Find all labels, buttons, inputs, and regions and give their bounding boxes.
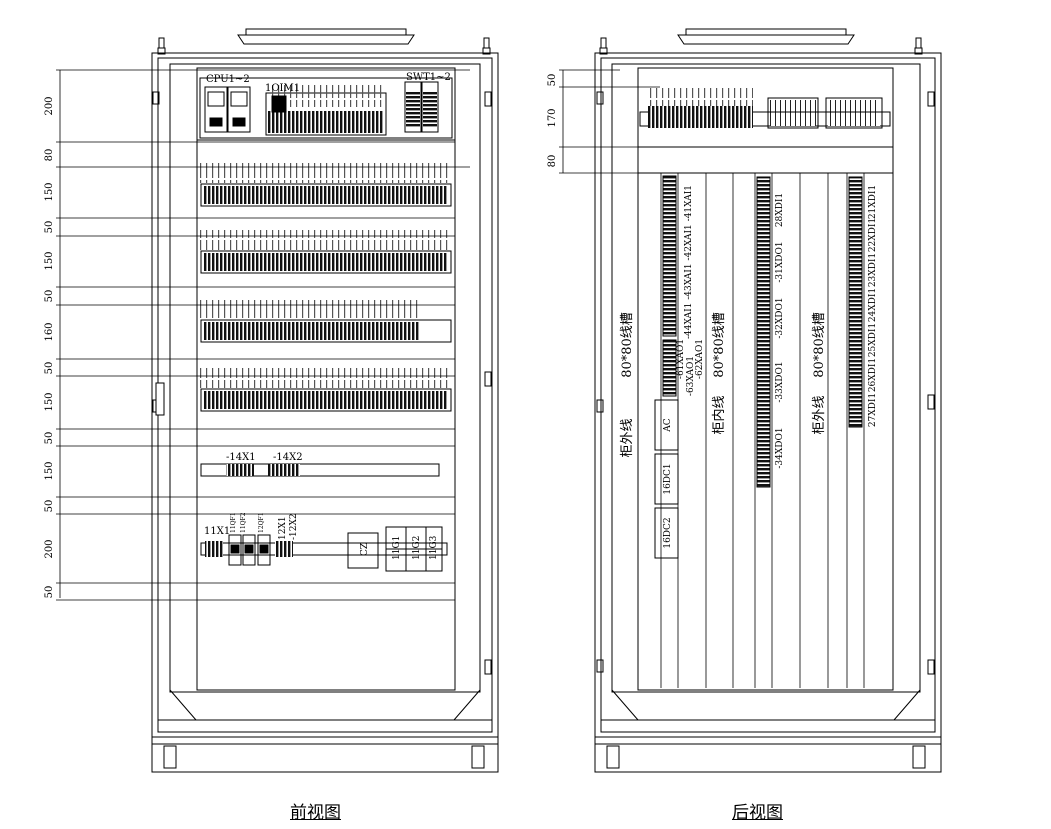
dim-front-2: 80 bbox=[44, 149, 55, 162]
label-33xdo1: -33XDO1 bbox=[775, 361, 785, 402]
back-power-module-dc1 bbox=[654, 453, 679, 505]
label-21xdi1: 21XDI1 bbox=[868, 185, 878, 219]
label-ac: AC bbox=[663, 418, 673, 432]
back-component-labels: 柜外线 80*80线槽 柜内线 80*80线槽 柜外线 80*80线槽 -44X… bbox=[620, 185, 878, 549]
label-14x2: -14X2 bbox=[273, 452, 303, 463]
label-11qf2: 11QF2 bbox=[240, 512, 247, 533]
label-26xdi1: 26XDI1 bbox=[868, 358, 878, 392]
front-dimension-chain bbox=[56, 69, 470, 601]
dim-front-11: 150 bbox=[44, 461, 55, 480]
dim-front-4: 50 bbox=[44, 221, 55, 234]
label-11qf1: 11QF1 bbox=[230, 512, 237, 533]
label-right-duct: 80*80线槽 bbox=[812, 312, 827, 378]
label-23xdi1: 23XDI1 bbox=[868, 253, 878, 287]
back-lifting-eyes bbox=[599, 37, 923, 55]
label-12qf1: 12QF1 bbox=[258, 512, 265, 533]
socket-cz bbox=[347, 532, 379, 569]
label-swt: SWT1~2 bbox=[406, 72, 451, 83]
back-view-caption: 后视图 bbox=[732, 803, 783, 823]
label-63xao1: -63XAO1 bbox=[686, 356, 696, 396]
back-power-module-ac bbox=[654, 399, 679, 451]
label-31xdo1: -31XDO1 bbox=[775, 241, 785, 282]
dim-front-8: 50 bbox=[44, 362, 55, 375]
dim-back-2: 170 bbox=[547, 108, 558, 127]
breaker-11qf2 bbox=[242, 534, 256, 566]
front-view bbox=[56, 28, 499, 773]
label-mid-int-wire: 柜内线 bbox=[711, 395, 727, 434]
label-16dc2: 16DC2 bbox=[663, 517, 673, 548]
label-ai-strips: -44XAI1 -43XAI1 -42XAI1 -41XAI1 bbox=[684, 185, 694, 339]
dim-front-12: 50 bbox=[44, 500, 55, 513]
label-61xao1: -61XAO1 bbox=[676, 339, 686, 379]
label-right-ext-wire: 柜外线 bbox=[812, 395, 827, 434]
label-11g3: 11G3 bbox=[429, 535, 439, 560]
back-hinges bbox=[596, 91, 935, 675]
front-hinges bbox=[152, 91, 492, 675]
front-terminal-row-1 bbox=[200, 163, 452, 207]
back-dimension-chain bbox=[559, 69, 660, 174]
front-14x-rail bbox=[200, 463, 440, 477]
label-12x2: -12X2 bbox=[289, 513, 299, 540]
front-terminal-row-3 bbox=[200, 299, 452, 343]
front-dimension-labels: 200 80 150 50 150 50 160 50 150 50 150 5… bbox=[44, 96, 55, 598]
front-component-labels: CPU1~2 1OIM1 SWT1~2 -14X1 -14X2 11X1 11Q… bbox=[204, 72, 451, 560]
back-top-devices bbox=[638, 88, 893, 174]
dim-back-1: 50 bbox=[547, 74, 558, 87]
front-top-devices bbox=[197, 77, 455, 141]
label-cz: CZ bbox=[360, 543, 370, 556]
label-11g1: 11G1 bbox=[392, 536, 402, 560]
cpu-module-2 bbox=[227, 86, 251, 133]
dim-front-7: 160 bbox=[44, 322, 55, 341]
label-14x1: -14X1 bbox=[226, 452, 256, 463]
dim-front-13: 200 bbox=[44, 539, 55, 558]
dim-front-10: 50 bbox=[44, 432, 55, 445]
label-left-duct: 80*80线槽 bbox=[620, 312, 635, 378]
label-11x1: 11X1 bbox=[204, 526, 230, 537]
back-power-module-dc2 bbox=[654, 507, 679, 559]
dim-front-3: 150 bbox=[44, 182, 55, 201]
front-base bbox=[151, 736, 499, 773]
label-62xao1: -62XAO1 bbox=[695, 339, 705, 379]
back-terminal-strip-di bbox=[848, 176, 863, 428]
label-11g2: 11G2 bbox=[412, 536, 422, 560]
label-32xdo1: -32XDO1 bbox=[775, 297, 785, 338]
label-24xdi1: 24XDI1 bbox=[868, 288, 878, 322]
label-22xdi1: 22XDI1 bbox=[868, 218, 878, 252]
switch-module-1 bbox=[404, 81, 422, 133]
back-terminal-strip-ai bbox=[662, 175, 677, 337]
back-top-vent bbox=[677, 28, 855, 45]
label-12x1: 12X1 bbox=[278, 516, 288, 540]
label-io: 1OIM1 bbox=[265, 83, 300, 94]
back-terminal-strip-ao bbox=[662, 339, 677, 397]
back-terminal-strip-do bbox=[756, 176, 771, 488]
breaker-11qf1 bbox=[228, 534, 242, 566]
label-25xdi1: 25XDI1 bbox=[868, 323, 878, 357]
dim-front-5: 150 bbox=[44, 251, 55, 270]
front-lifting-eyes bbox=[157, 37, 491, 55]
dim-front-9: 150 bbox=[44, 392, 55, 411]
label-16dc1: 16DC1 bbox=[663, 463, 673, 494]
back-dimension-labels: 50 170 80 bbox=[547, 74, 558, 168]
front-power-devices bbox=[200, 526, 448, 572]
back-view bbox=[559, 28, 942, 773]
dim-front-1: 200 bbox=[44, 96, 55, 115]
front-top-vent bbox=[237, 28, 415, 45]
dim-front-14: 50 bbox=[44, 586, 55, 599]
label-cpu: CPU1~2 bbox=[206, 74, 250, 85]
back-base bbox=[594, 736, 942, 773]
label-34xdo1: -34XDO1 bbox=[775, 427, 785, 468]
label-mid-duct: 80*80线槽 bbox=[712, 312, 727, 378]
front-view-caption: 前视图 bbox=[290, 803, 341, 823]
front-terminal-row-2 bbox=[200, 230, 452, 274]
cpu-module-1 bbox=[204, 86, 228, 133]
cabinet-drawing: 200 80 150 50 150 50 160 50 150 50 150 5… bbox=[44, 28, 942, 773]
dim-back-3: 80 bbox=[547, 155, 558, 168]
label-28xdi1: 28XDI1 bbox=[775, 193, 785, 227]
label-27xdi1: 27XDI1 bbox=[868, 393, 878, 427]
front-terminal-row-4 bbox=[200, 368, 452, 412]
label-left-ext-wire: 柜外线 bbox=[620, 418, 635, 457]
dim-front-6: 50 bbox=[44, 290, 55, 303]
breaker-12qf1 bbox=[257, 534, 271, 566]
switch-module-2 bbox=[421, 81, 439, 133]
